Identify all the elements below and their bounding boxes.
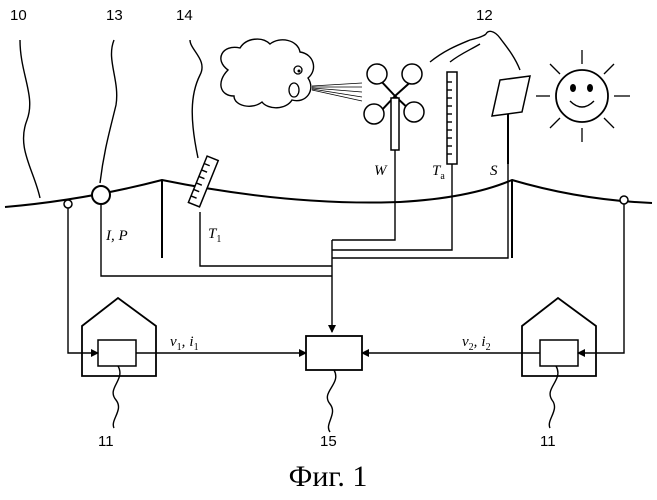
ref-11-right: 11 [540,433,556,450]
label-ambient-temp: Ta [432,163,445,182]
tap-left [64,200,72,208]
wind-spray [312,83,362,101]
station-left [82,298,156,376]
figure-caption: Фиг. 1 [289,460,368,493]
label-conductor-temp: T1 [208,226,221,245]
ref-14: 14 [176,7,193,24]
label-solar: S [490,163,498,179]
current-sensor [92,186,110,204]
label-current-power: I, P [105,228,128,244]
label-wind: W [374,163,388,179]
ref-10: 10 [10,7,27,24]
leader-15 [327,370,335,432]
tap-right [620,196,628,204]
conductor-temp-sensor [188,156,218,207]
station-right [522,298,596,376]
ref-15: 15 [320,433,337,450]
cloud-mouth [289,83,299,97]
label-left-vi: v1,i1 [170,334,199,353]
wire-solar [332,164,508,258]
sun-icon [536,50,630,142]
ambient-thermometer-icon [447,72,457,164]
leader-12 [430,34,486,62]
ref-11-left: 11 [98,433,114,450]
leader-13 [100,40,117,183]
leader-12c [486,31,520,70]
ref-12: 12 [476,7,493,24]
label-right-vi: v2,i2 [462,334,491,353]
leader-14 [190,40,202,158]
solar-sensor-icon [492,76,530,164]
ref-13: 13 [106,7,123,24]
leader-10 [20,40,40,198]
central-unit [306,336,362,370]
anemometer-icon [364,64,424,150]
